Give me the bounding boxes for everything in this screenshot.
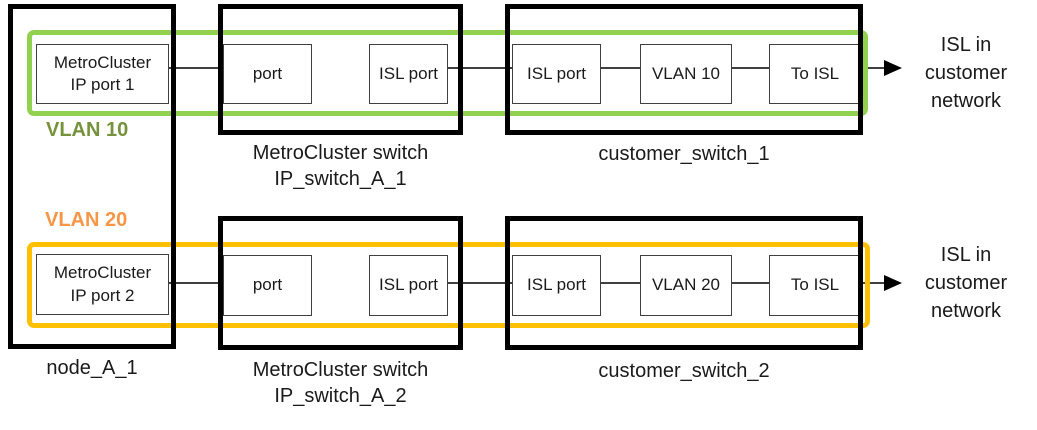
connector-switch2-to-customer2 (446, 282, 514, 284)
isl-customer-network-label-1: ISL in customer network (924, 34, 1008, 112)
mc-switch-2-label: MetroCluster switch IP_switch_A_2 (218, 357, 463, 409)
node-a1-box (8, 4, 176, 349)
customer2-vlan20-box: VLAN 20 (640, 255, 732, 316)
arrow-right-icon (884, 60, 902, 76)
switch2-isl-port-label: ISL port (379, 275, 438, 295)
connector-islport-to-vlan10 (599, 67, 642, 69)
switch1-isl-port-box: ISL port (369, 44, 448, 104)
connector-switch1-to-customer1 (446, 67, 514, 69)
mc-switch-1-name: IP_switch_A_1 (274, 168, 407, 190)
connector-toisl-to-arrow-2 (859, 282, 886, 284)
node-a1-label: node_A_1 (46, 357, 138, 379)
switch2-port-box: port (223, 255, 312, 316)
mc-switch-1-box (218, 4, 463, 135)
customer2-vlan20-label: VLAN 20 (651, 275, 721, 295)
customer1-isl-port-box: ISL port (512, 44, 601, 104)
mc-switch-2-name: IP_switch_A_2 (274, 385, 407, 407)
mc-ip-port-1-label: MetroCluster IP port 1 (53, 52, 152, 94)
customer1-to-isl-label: To ISL (790, 63, 840, 83)
connector-vlan20-to-toisl (730, 282, 771, 284)
mc-switch-2-box (218, 216, 463, 350)
vlan20-label: VLAN 20 (45, 209, 128, 231)
switch1-isl-port-label: ISL port (379, 63, 438, 83)
connector-toisl-to-arrow-1 (859, 67, 886, 69)
connector-vlan10-to-toisl (730, 67, 771, 69)
connector-islport-to-vlan20 (599, 282, 642, 284)
switch1-port-label: port (252, 63, 283, 83)
mc-switch-1-label: MetroCluster switch IP_switch_A_1 (218, 140, 463, 192)
customer2-isl-port-box: ISL port (512, 255, 601, 316)
switch2-port-label: port (252, 275, 283, 295)
connector-node-to-switch2 (166, 282, 226, 284)
isl-customer-network-label-2: ISL in customer network (924, 244, 1008, 322)
connector-node-to-switch1 (166, 67, 226, 69)
mc-switch-1-type: MetroCluster switch (252, 142, 429, 164)
customer2-to-isl-label: To ISL (790, 275, 840, 295)
mc-switch-2-type: MetroCluster switch (252, 359, 429, 381)
customer2-to-isl-box: To ISL (769, 255, 861, 316)
customer1-vlan10-box: VLAN 10 (640, 44, 732, 104)
mc-ip-port-2-label: MetroCluster IP port 2 (53, 263, 152, 305)
customer2-isl-port-label: ISL port (527, 275, 586, 295)
vlan10-highlight-rect (27, 30, 868, 116)
mc-ip-port-1-box: MetroCluster IP port 1 (36, 44, 169, 104)
customer-switch-1-box (505, 4, 863, 135)
switch2-isl-port-box: ISL port (369, 255, 448, 316)
customer1-isl-port-label: ISL port (527, 63, 586, 83)
customer-switch-1-label: customer_switch_1 (598, 143, 770, 165)
customer1-vlan10-label: VLAN 10 (651, 63, 721, 83)
arrow-right-icon (884, 275, 902, 291)
switch1-port-box: port (223, 44, 312, 104)
customer1-to-isl-box: To ISL (769, 44, 861, 104)
customer-switch-2-label: customer_switch_2 (598, 360, 770, 382)
mc-ip-port-2-box: MetroCluster IP port 2 (36, 254, 169, 315)
vlan20-highlight-rect (27, 242, 870, 328)
vlan10-label: VLAN 10 (46, 119, 129, 141)
customer-switch-2-box (505, 216, 863, 350)
